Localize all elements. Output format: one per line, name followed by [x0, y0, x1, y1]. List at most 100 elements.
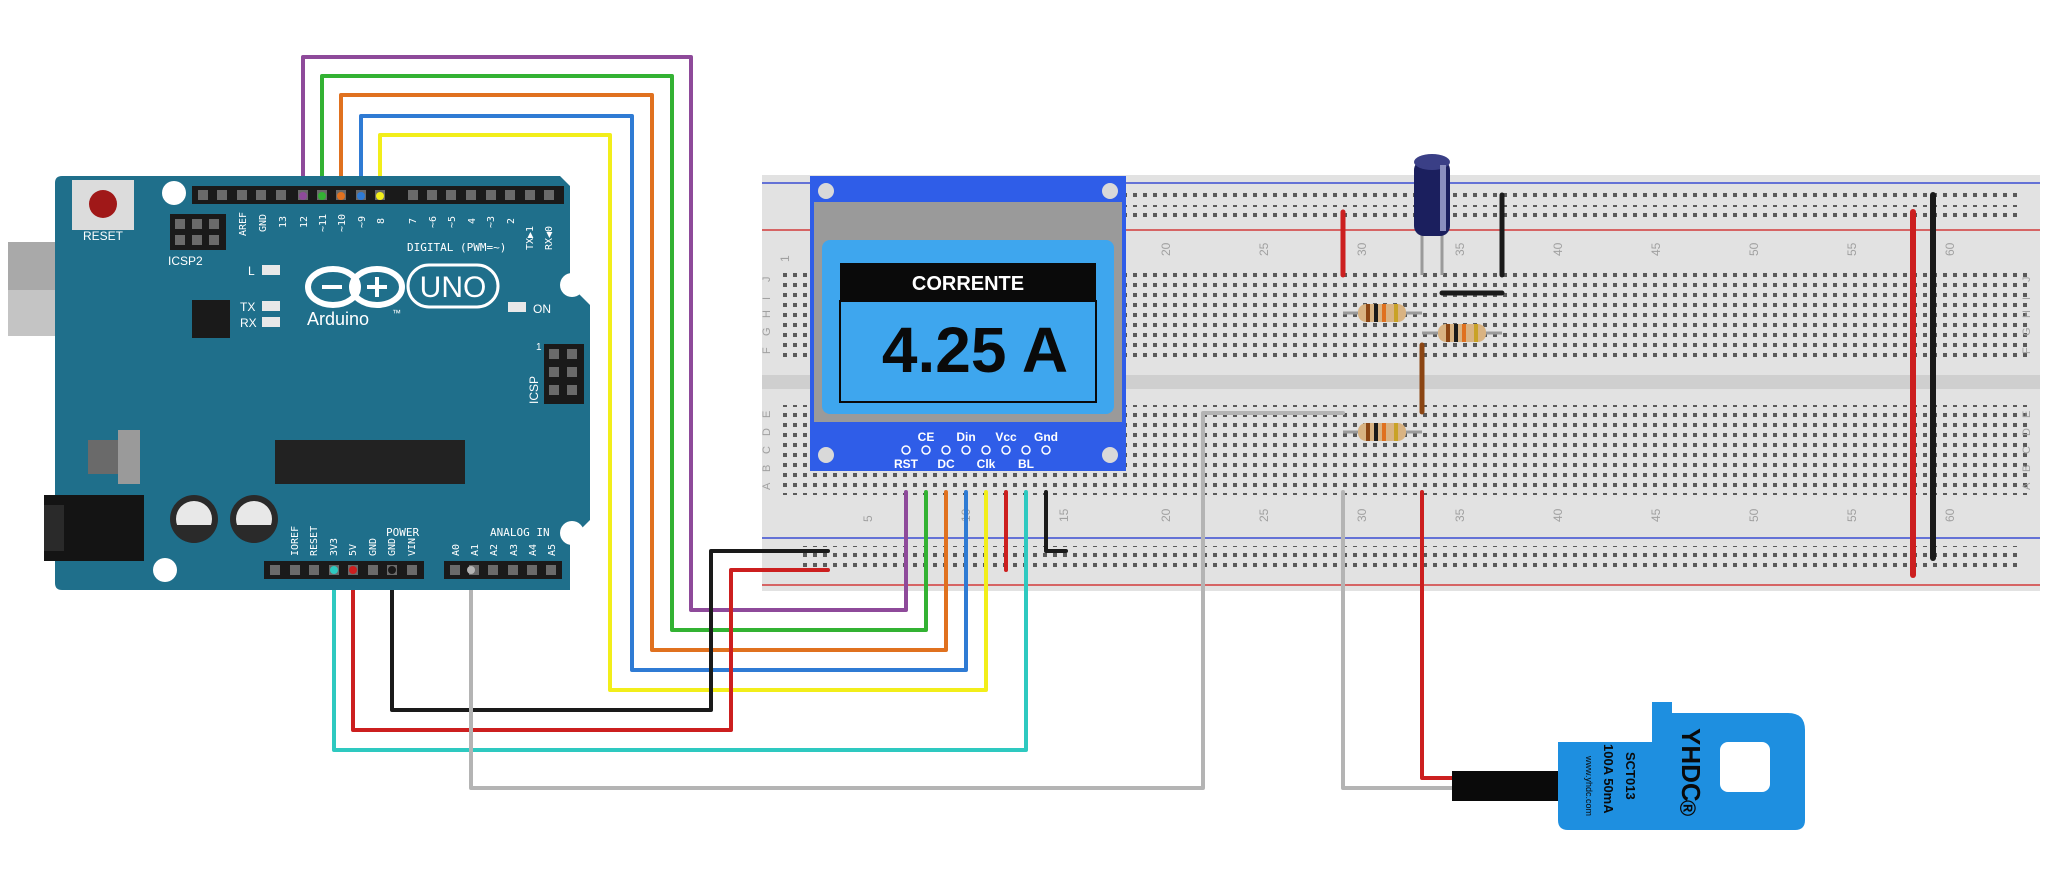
- svg-text:~10: ~10: [337, 214, 348, 232]
- board-hole-2: [560, 273, 584, 297]
- analog-pin-labels: A0 A1 A2 A3 A4 A5: [451, 544, 558, 556]
- breadboard-components: [1340, 154, 1936, 578]
- icsp2-pins: [175, 219, 219, 245]
- svg-text:G: G: [2021, 327, 2033, 336]
- svg-text:E: E: [2021, 411, 2033, 418]
- resistor-1[interactable]: [1343, 304, 1422, 322]
- svg-text:~6: ~6: [428, 216, 439, 228]
- resistor-3[interactable]: [1343, 423, 1422, 441]
- current-sensor-sct013[interactable]: YHDC ® SCT013 100A 50mA www.yhdc.com: [1452, 702, 1805, 830]
- svg-text:G: G: [761, 327, 773, 336]
- pin-label-gnd: Gnd: [1034, 430, 1058, 444]
- icsp-pins: [549, 349, 577, 395]
- svg-text:D: D: [761, 428, 773, 436]
- svg-text:2: 2: [506, 218, 517, 224]
- arduino-logo: [305, 266, 405, 308]
- wire-red-5v[interactable]: [351, 568, 830, 732]
- led-rx: [262, 317, 280, 327]
- sensor-window: [1720, 742, 1770, 792]
- svg-text:F: F: [2021, 347, 2033, 354]
- svg-text:45: 45: [1649, 508, 1663, 522]
- svg-text:25: 25: [1257, 508, 1271, 522]
- model-name: UNO: [420, 271, 487, 304]
- svg-text:60: 60: [1943, 242, 1957, 256]
- microcontroller-chip: [275, 440, 465, 484]
- led-on: [508, 302, 526, 312]
- wire-cyan-3v3-vcc[interactable]: [332, 490, 1028, 752]
- rail-holes-top-1: [1000, 190, 2020, 202]
- sensor-body: [1558, 702, 1805, 830]
- svg-text:~3: ~3: [486, 216, 497, 228]
- svg-text:E: E: [761, 411, 773, 418]
- board-hole-3: [560, 521, 584, 545]
- svg-text:60: 60: [1943, 508, 1957, 522]
- icsp2-label: ICSP2: [168, 254, 203, 268]
- svg-text:40: 40: [1551, 242, 1565, 256]
- svg-text:I: I: [761, 297, 773, 300]
- svg-text:1: 1: [778, 255, 792, 262]
- rail-holes-top-2: [1000, 205, 2020, 217]
- wire-black-gnd[interactable]: [390, 549, 830, 712]
- mount-hole-tl: [818, 183, 834, 199]
- wires: [301, 55, 1454, 790]
- svg-text:A1: A1: [470, 544, 481, 556]
- svg-text:35: 35: [1453, 242, 1467, 256]
- wire-white-sensor[interactable]: [1341, 490, 1454, 790]
- svg-text:3V3: 3V3: [329, 538, 340, 556]
- svg-text:~9: ~9: [357, 216, 368, 228]
- regulator-tab: [118, 430, 140, 484]
- svg-text:F: F: [761, 347, 773, 354]
- mount-hole-tr: [1102, 183, 1118, 199]
- svg-text:A: A: [2021, 482, 2033, 490]
- pin-label-dc: DC: [937, 457, 955, 471]
- pin-label-vcc: Vcc: [995, 430, 1017, 444]
- column-numbers-bottom: 5 10 15 20 25 30 35 40 45 50 55 60: [861, 508, 1957, 522]
- svg-text:30: 30: [1355, 508, 1369, 522]
- svg-text:H: H: [761, 310, 773, 318]
- lcd-pin-labels: CE Din Vcc Gnd RST DC Clk BL: [894, 430, 1058, 471]
- wire-purple-d12-rst[interactable]: [301, 55, 908, 612]
- svg-text:J: J: [2021, 277, 2033, 283]
- voltage-regulator: [88, 440, 118, 474]
- board-hole-4: [153, 558, 177, 582]
- wire-green-d11-din[interactable]: [320, 74, 928, 632]
- wire-orange-d10-dc[interactable]: [339, 93, 948, 652]
- power-header: [264, 561, 424, 579]
- wire-red-sensor[interactable]: [1420, 490, 1454, 780]
- svg-text:IOREF: IOREF: [290, 526, 301, 556]
- svg-text:8: 8: [376, 218, 387, 224]
- led-tx-label: TX: [240, 300, 255, 314]
- svg-text:A: A: [761, 482, 773, 490]
- reset-button-cap[interactable]: [89, 190, 117, 218]
- digital-label: DIGITAL (PWM=~): [407, 241, 506, 254]
- svg-text:25: 25: [1257, 242, 1271, 256]
- electrolytic-capacitor[interactable]: [1414, 154, 1450, 275]
- lcd-pin-pads[interactable]: [901, 445, 1051, 455]
- wire-white-a1[interactable]: [469, 411, 1345, 790]
- svg-text:15: 15: [1057, 508, 1071, 522]
- pin-label-din: Din: [956, 430, 975, 444]
- svg-text:7: 7: [408, 218, 419, 224]
- svg-text:5V: 5V: [348, 544, 359, 556]
- lcd-reading: 4.25 A: [882, 314, 1068, 386]
- svg-text:4: 4: [467, 218, 478, 224]
- resistor-2[interactable]: [1422, 324, 1502, 342]
- svg-text:GND: GND: [258, 214, 269, 232]
- row-letters: J I H G F E D C B A J I H G F E D C B A: [761, 277, 2033, 491]
- digital-pin-labels: AREF GND 13 12 ~11 ~10 ~9 8 7 ~6 ~5 4 ~3…: [238, 212, 555, 250]
- svg-text:GND: GND: [387, 538, 398, 556]
- arduino-uno: RESET ICSP2 Arduino ™ UNO: [8, 176, 590, 590]
- wire-yellow-d8-bl[interactable]: [378, 133, 988, 692]
- svg-text:12: 12: [299, 216, 310, 228]
- svg-text:I: I: [2021, 297, 2033, 300]
- wire-blue-d9-clk[interactable]: [359, 114, 968, 672]
- led-tx: [262, 301, 280, 311]
- pin-label-bl: BL: [1018, 457, 1034, 471]
- brand-trademark: ™: [392, 308, 401, 318]
- svg-text:20: 20: [1159, 508, 1173, 522]
- svg-text:45: 45: [1649, 242, 1663, 256]
- svg-text:B: B: [761, 465, 773, 472]
- svg-text:A3: A3: [509, 544, 520, 556]
- wire-black-lcd-gnd[interactable]: [1044, 490, 1068, 553]
